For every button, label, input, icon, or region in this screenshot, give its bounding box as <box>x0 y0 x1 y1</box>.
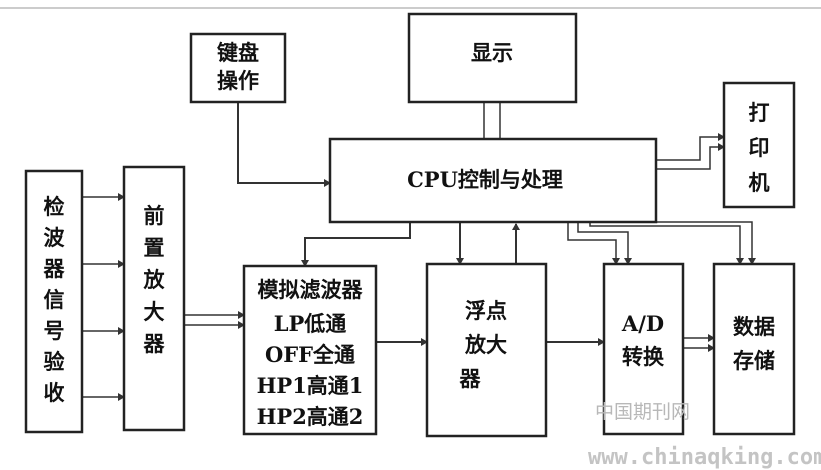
storage-label-line-2: 存储 <box>733 348 775 373</box>
cpu-adc-line-2 <box>577 222 632 265</box>
detector-label-char-1: 检 <box>44 194 65 219</box>
block-float-amp: 浮点 放大 器 <box>425 262 548 438</box>
keyboard-label-line-2: 操作 <box>217 68 259 93</box>
float-amp-label-line-3: 器 <box>459 366 482 391</box>
detector-label-char-6: 验 <box>44 349 65 374</box>
detector-label-char-5: 号 <box>44 318 65 343</box>
block-preamp: 前 置 放 大 器 <box>122 165 186 432</box>
printer-label-line-2: 印 <box>749 135 770 160</box>
float-amp-label-line-1: 浮点 <box>465 298 507 323</box>
block-detector: 检 波 器 信 号 验 收 <box>24 169 84 434</box>
block-display: 显示 <box>407 12 578 104</box>
keyboard-to-cpu-line <box>237 102 331 187</box>
filter-mode-lp: LP低通 <box>274 311 347 336</box>
float-amp-label-line-2: 放大 <box>464 332 507 357</box>
detector-label-char-2: 波 <box>44 225 66 250</box>
filter-title: 模拟滤波器 <box>258 277 364 302</box>
printer-label-line-1: 打 <box>749 100 770 125</box>
block-printer: 打 印 机 <box>722 81 796 209</box>
keyboard-label-line-1: 键盘 <box>217 40 259 65</box>
storage-label-line-1: 数据 <box>733 314 775 339</box>
detector-label-char-3: 器 <box>43 256 66 281</box>
block-adc: A/D 转换 <box>602 262 685 436</box>
preamp-label-char-2: 置 <box>144 235 165 260</box>
display-label: 显示 <box>471 40 513 65</box>
block-keyboard: 键盘 操作 <box>189 32 287 104</box>
block-analog-filter: 模拟滤波器 LP低通 OFF全通 HP1高通1 HP2高通2 <box>242 264 378 436</box>
detector-label-char-4: 信 <box>44 287 65 312</box>
cpu-printer-line-2 <box>656 143 725 170</box>
cpu-storage-line-1 <box>589 222 744 265</box>
filter-mode-hp1: HP1高通1 <box>257 373 364 398</box>
preamp-label-char-3: 放 <box>143 267 166 292</box>
block-cpu: CPU控制与处理 <box>328 137 658 224</box>
preamp-label-char-4: 大 <box>144 299 165 324</box>
block-storage: 数据 存储 <box>712 262 796 436</box>
filter-mode-hp2: HP2高通2 <box>257 404 364 429</box>
cpu-filter-line <box>301 222 411 267</box>
filter-mode-off: OFF全通 <box>265 342 355 367</box>
preamp-label-char-1: 前 <box>144 203 165 228</box>
cpu-storage-line-2 <box>600 221 756 265</box>
watermark-name: 中国期刊网 <box>595 401 690 423</box>
printer-label-line-3: 机 <box>749 170 770 195</box>
watermark-url: www.chinaqking.com <box>588 445 821 470</box>
preamp-label-char-5: 器 <box>143 331 166 356</box>
adc-label-line-1: A/D <box>621 311 664 336</box>
cpu-adc-line-1 <box>567 222 620 265</box>
cpu-printer-line-1 <box>656 133 725 161</box>
cpu-label: CPU控制与处理 <box>407 167 563 192</box>
detector-label-char-7: 收 <box>44 380 65 405</box>
adc-label-line-2: 转换 <box>622 344 665 369</box>
